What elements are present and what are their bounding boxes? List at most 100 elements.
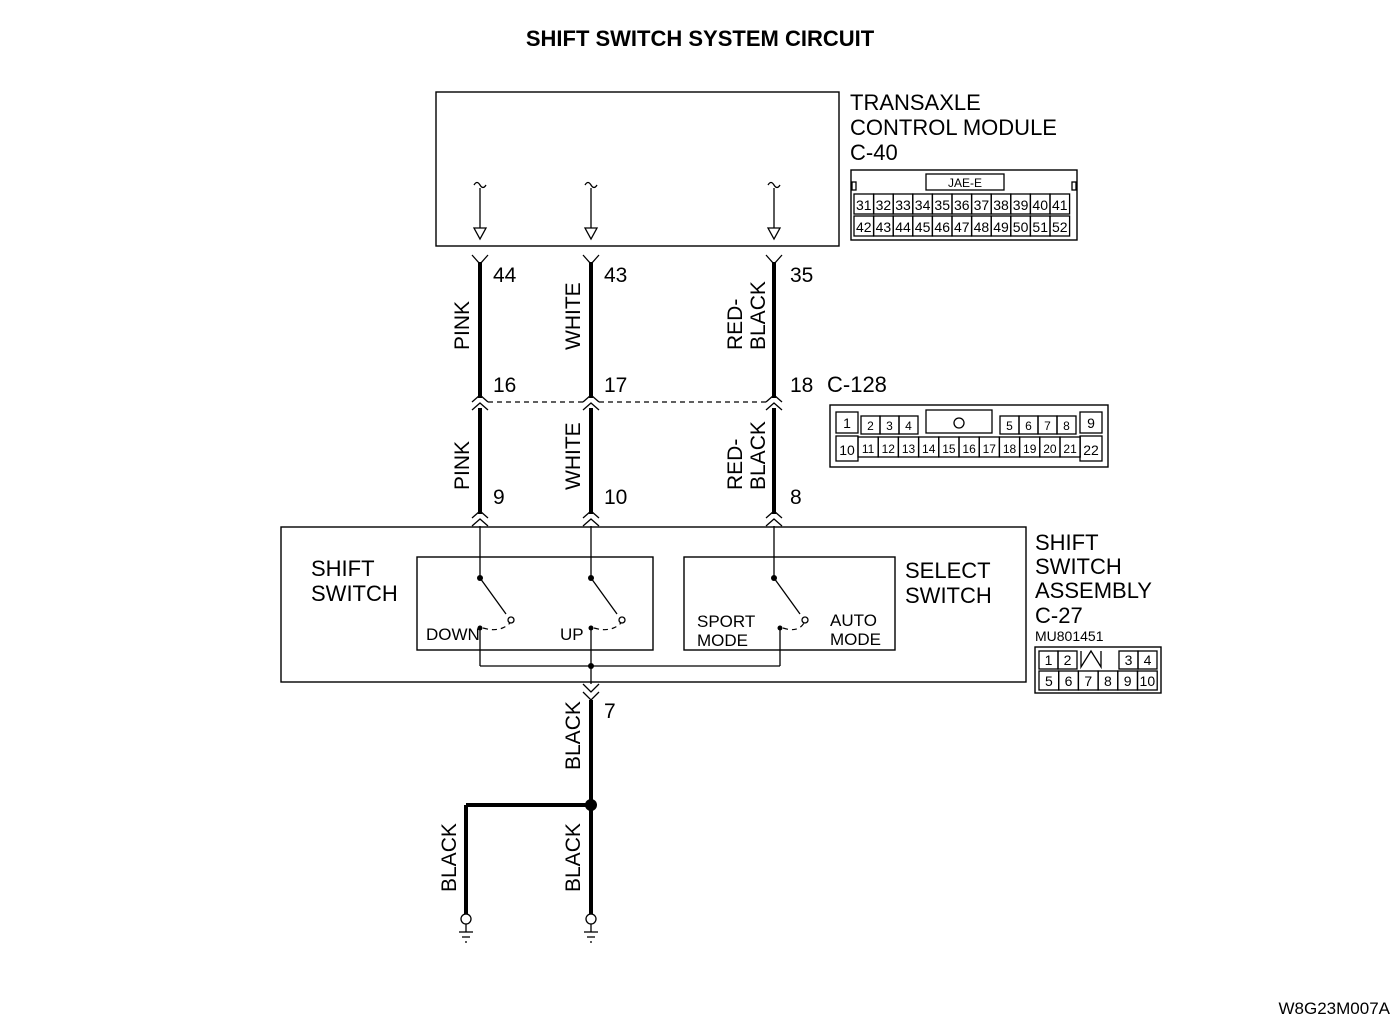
c40-pin-49-label: 49 bbox=[993, 219, 1009, 235]
c27-pin-8: 8 bbox=[1097, 670, 1119, 691]
c27-pin-7: 7 bbox=[1077, 670, 1099, 691]
c128-pin-2: 2 bbox=[860, 415, 881, 435]
c27-pin-1: 1 bbox=[1038, 650, 1059, 670]
c40-pin-50-label: 50 bbox=[1013, 219, 1029, 235]
c40-pin-36: 36 bbox=[951, 193, 973, 215]
c128-pin-20-label: 20 bbox=[1043, 442, 1057, 456]
c40-pin-31-label: 31 bbox=[856, 197, 872, 213]
c40-pin-32: 32 bbox=[872, 193, 894, 215]
c40-pin-51-label: 51 bbox=[1032, 219, 1048, 235]
c27-pin-8-label: 8 bbox=[1104, 673, 1112, 689]
c40-pin-46-label: 46 bbox=[934, 219, 950, 235]
c40-pin-38-label: 38 bbox=[993, 197, 1009, 213]
c128-pin-8-label: 8 bbox=[1063, 419, 1070, 433]
tcm-name-line1: TRANSAXLE bbox=[850, 90, 981, 115]
c128-pin-17-label: 17 bbox=[983, 442, 997, 456]
wire-label-black-right: BLACK bbox=[562, 823, 585, 892]
c40-pin-33: 33 bbox=[892, 193, 914, 215]
c128-pin-12-label: 12 bbox=[882, 442, 896, 456]
c40-pin-39: 39 bbox=[1010, 193, 1032, 215]
c128-pin-13: 13 bbox=[897, 436, 920, 458]
c40-pin-43-label: 43 bbox=[876, 219, 892, 235]
c27-key-mark bbox=[1080, 649, 1102, 670]
c27-pin-3-label: 3 bbox=[1125, 652, 1133, 668]
c128-pin-6: 6 bbox=[1018, 415, 1039, 435]
c128-pin-17: 17 bbox=[604, 374, 627, 397]
assembly-name-line3: ASSEMBLY bbox=[1035, 578, 1152, 603]
c128-pin-10: 10 bbox=[839, 442, 855, 458]
wire-label-black-main: BLACK bbox=[562, 701, 585, 770]
c128-pin-16: 16 bbox=[958, 436, 980, 458]
tcm-pin-44: 44 bbox=[493, 264, 517, 287]
c40-pin-44-label: 44 bbox=[895, 219, 911, 235]
down-label: DOWN bbox=[426, 625, 480, 644]
c128-pin-12: 12 bbox=[877, 436, 900, 458]
select-switch-label-line2: SWITCH bbox=[905, 583, 992, 608]
c40-pin-35: 35 bbox=[931, 193, 953, 215]
assembly-name-line2: SWITCH bbox=[1035, 554, 1122, 579]
c40-pin-44: 44 bbox=[892, 215, 914, 237]
c128-pin-7-label: 7 bbox=[1044, 419, 1051, 433]
c40-pin-52-label: 52 bbox=[1052, 219, 1068, 235]
c128-connector-id: C-128 bbox=[827, 372, 887, 397]
c128-pin-14: 14 bbox=[917, 436, 940, 458]
c128-pin-4-label: 4 bbox=[905, 419, 912, 433]
select-switch-box bbox=[683, 556, 896, 651]
c128-pin-19-label: 19 bbox=[1023, 442, 1037, 456]
wire-label-pink-lower: PINK bbox=[451, 441, 474, 490]
c40-pin-41-label: 41 bbox=[1052, 197, 1068, 213]
c40-pin-51: 51 bbox=[1029, 215, 1051, 237]
assembly-part-number: MU801451 bbox=[1035, 628, 1104, 644]
wire-label-redblack-upper-line1: RED- bbox=[724, 299, 747, 350]
wire-runs bbox=[471, 254, 783, 527]
c128-pin-5: 5 bbox=[999, 415, 1020, 435]
c128-pin-18: 18 bbox=[790, 374, 813, 397]
tcm-pin-43: 43 bbox=[604, 264, 627, 287]
c27-pin-5-label: 5 bbox=[1045, 673, 1053, 689]
c40-pin-48: 48 bbox=[970, 215, 992, 237]
tcm-pin-35: 35 bbox=[790, 264, 813, 287]
auto-mode-line1: AUTO bbox=[830, 611, 877, 630]
c27-pin-3: 3 bbox=[1118, 650, 1139, 670]
c128-pin-3: 3 bbox=[879, 415, 900, 435]
wire-label-redblack-upper-line2: BLACK bbox=[747, 281, 770, 350]
c40-pin-47-label: 47 bbox=[954, 219, 970, 235]
c27-pin-4-label: 4 bbox=[1144, 652, 1152, 668]
shift-switch-box bbox=[416, 556, 654, 651]
c128-pin-9: 9 bbox=[1087, 415, 1095, 431]
c40-pin-42-label: 42 bbox=[856, 219, 872, 235]
tcm-connector-id: C-40 bbox=[850, 140, 898, 165]
wire-label-white-lower: WHITE bbox=[562, 422, 585, 490]
c40-pin-32-label: 32 bbox=[876, 197, 892, 213]
c128-pin-13-label: 13 bbox=[902, 442, 916, 456]
c128-pin-22: 22 bbox=[1083, 442, 1099, 458]
switch-contacts bbox=[477, 526, 809, 684]
diagram-title: SHIFT SWITCH SYSTEM CIRCUIT bbox=[526, 26, 875, 51]
c27-pin-10: 10 bbox=[1136, 670, 1158, 691]
wire-label-redblack-lower-line2: BLACK bbox=[747, 421, 770, 490]
c27-pin-6-label: 6 bbox=[1065, 673, 1073, 689]
c40-pin-35-label: 35 bbox=[934, 197, 950, 213]
c128-pin-18: 18 bbox=[998, 436, 1021, 458]
c27-pin-5: 5 bbox=[1038, 670, 1060, 691]
c40-pin-43: 43 bbox=[872, 215, 894, 237]
c128-pin-14-label: 14 bbox=[922, 442, 936, 456]
c27-pin-9: 9 bbox=[493, 486, 505, 509]
c128-pin-7: 7 bbox=[1037, 415, 1058, 435]
c40-pin-37: 37 bbox=[970, 193, 992, 215]
c40-pin-52: 52 bbox=[1049, 215, 1071, 237]
c40-pin-42: 42 bbox=[853, 215, 875, 237]
c40-pin-34: 34 bbox=[912, 193, 934, 215]
c128-pin-17: 17 bbox=[978, 436, 1001, 458]
c128-pin-15-label: 15 bbox=[942, 442, 956, 456]
c27-pin-4: 4 bbox=[1137, 650, 1158, 670]
tcm-internal-inputs bbox=[472, 181, 782, 241]
c40-connector-type: JAE-E bbox=[948, 176, 982, 190]
